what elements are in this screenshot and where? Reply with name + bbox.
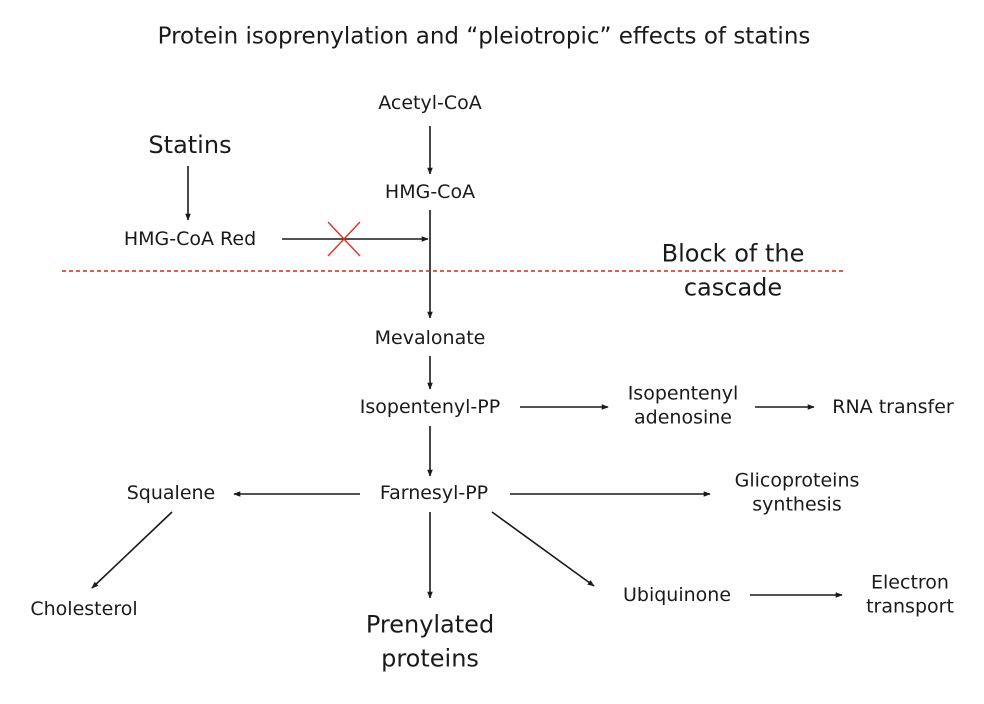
node-hmg-coa-reductase: HMG-CoA Red xyxy=(123,228,257,251)
arrow-squalene-to-cholesterol xyxy=(91,511,173,589)
node-rna-transfer: RNA transfer xyxy=(832,396,954,419)
node-isopentenyl-pp: Isopentenyl-PP xyxy=(359,396,501,419)
node-electron-transport: Electron transport xyxy=(866,571,954,617)
node-cholesterol: Cholesterol xyxy=(30,598,138,621)
node-ubiquinone: Ubiquinone xyxy=(622,584,732,607)
block-label: Block of the cascade xyxy=(661,239,805,301)
node-farnesyl-pp: Farnesyl-PP xyxy=(379,482,489,505)
node-hmg-coa: HMG-CoA xyxy=(384,181,476,204)
arrow-farnesyl-to-ubiquinone xyxy=(491,511,595,587)
node-statins: Statins xyxy=(148,131,232,160)
diagram-title: Protein isoprenylation and “pleiotropic”… xyxy=(157,23,811,50)
node-prenylated-proteins: Prenylated proteins xyxy=(365,610,495,672)
node-mevalonate: Mevalonate xyxy=(374,327,486,350)
node-glicoproteins-synthesis: Glicoproteins synthesis xyxy=(734,469,860,515)
node-acetyl-coa: Acetyl-CoA xyxy=(378,92,482,115)
inhibition-cross xyxy=(327,221,361,257)
node-isopentenyl-adenosine: Isopentenyl adenosine xyxy=(627,382,739,428)
node-squalene: Squalene xyxy=(126,482,216,505)
